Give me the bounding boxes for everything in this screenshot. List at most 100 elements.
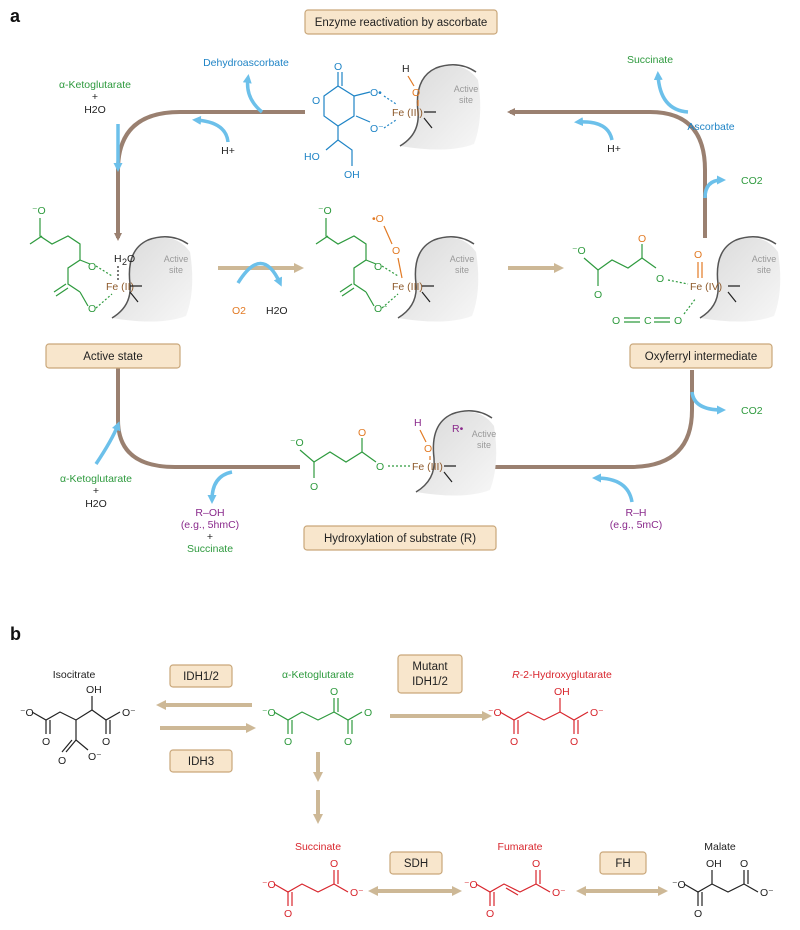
cycle-arrow-top-left (114, 110, 305, 241)
svg-text:H: H (114, 253, 122, 265)
svg-text:OH: OH (554, 686, 570, 698)
svg-text:O⁻: O⁻ (760, 887, 774, 899)
svg-text:site: site (455, 265, 469, 275)
rh-example: (e.g., 5mC) (610, 519, 663, 531)
svg-text:OH: OH (86, 684, 102, 696)
svg-text:Active: Active (472, 429, 497, 439)
svg-text:⁻O: ⁻O (464, 879, 478, 891)
svg-text:site: site (757, 265, 771, 275)
svg-text:O: O (656, 273, 664, 285)
h2o-label-top: H2O (84, 104, 106, 116)
svg-text:H: H (402, 63, 410, 75)
fumarate-structure: Fumarate ⁻O O O O⁻ (464, 841, 566, 920)
svg-text:O•: O• (370, 87, 382, 99)
cycle-arrow-bottom-right (485, 370, 694, 471)
svg-text:O⁻: O⁻ (374, 303, 388, 315)
box-active-state: Active state (45, 343, 181, 369)
ascorbate-complex: O O O• O⁻ HO OH Fe (III) H O (304, 61, 436, 181)
co2-release-arrow-bottom (690, 391, 726, 415)
svg-text:Oxyferryl intermediate: Oxyferryl intermediate (645, 351, 757, 363)
malate-structure: Malate ⁻O O OH O O⁻ (672, 841, 774, 920)
ascorbate-label: Ascorbate (687, 121, 734, 133)
succinate-release-arrow (653, 71, 689, 114)
svg-text:Fe (III): Fe (III) (392, 281, 423, 293)
akg-label-bottom: α-Ketoglutarate (60, 473, 132, 485)
svg-text:IDH3: IDH3 (188, 756, 214, 768)
h2o-label-mid: H2O (266, 305, 288, 317)
akg-entry-arrow-bottom (94, 421, 121, 465)
svg-text:O: O (310, 481, 318, 493)
svg-text:FH: FH (615, 858, 630, 870)
svg-text:⁻O: ⁻O (318, 205, 332, 217)
svg-text:Mutant: Mutant (412, 661, 448, 673)
r2hg-structure: R-2-Hydroxyglutarate ⁻O O OH O O⁻ (488, 669, 612, 748)
svg-text:Active: Active (752, 254, 777, 264)
svg-text:site: site (477, 440, 491, 450)
svg-text:O: O (570, 736, 578, 748)
hplus-arrow-left (192, 115, 230, 143)
svg-text:O: O (364, 707, 372, 719)
succinate-label-bottom: Succinate (187, 543, 233, 555)
svg-text:H: H (414, 417, 422, 429)
svg-text:HO: HO (304, 151, 320, 163)
svg-text:2: 2 (122, 257, 127, 267)
active-site-right: Active site (699, 236, 781, 322)
svg-text:O: O (594, 289, 602, 301)
isocitrate-structure: Isocitrate ⁻O O OH O O⁻ O O⁻ (20, 669, 136, 767)
svg-text:IDH1/2: IDH1/2 (412, 676, 448, 688)
svg-text:⁻O: ⁻O (20, 707, 34, 719)
svg-text:Fe (III): Fe (III) (412, 461, 443, 473)
svg-text:⁻O: ⁻O (572, 245, 586, 257)
svg-text:O: O (694, 908, 702, 920)
svg-text:O⁻: O⁻ (350, 887, 364, 899)
active-site-top: Active site (399, 64, 481, 150)
active-site-left: Active site (111, 236, 193, 322)
svg-text:IDH1/2: IDH1/2 (183, 671, 219, 683)
active-site-bottom: Active site (415, 410, 497, 496)
svg-text:O: O (330, 686, 338, 698)
box-hydroxylation: Hydroxylation of substrate (R) (303, 525, 497, 551)
svg-text:O: O (612, 315, 620, 327)
svg-text:site: site (459, 95, 473, 105)
o2-label: O2 (232, 305, 246, 317)
svg-text:R-2-Hydroxyglutarate: R-2-Hydroxyglutarate (512, 669, 612, 681)
h2o-label-bottom: H2O (85, 498, 107, 510)
svg-text:⁻O: ⁻O (488, 707, 502, 719)
roh-example: (e.g., 5hmC) (181, 519, 239, 531)
rh-label: R–H (625, 507, 646, 519)
svg-text:Active state: Active state (83, 351, 142, 363)
svg-text:O: O (102, 736, 110, 748)
o2-h2o-arrow (236, 261, 282, 287)
succinate-structure: Succinate ⁻O O O O⁻ (262, 841, 364, 920)
co2-label-bottom: CO2 (741, 405, 763, 417)
svg-text:O: O (284, 736, 292, 748)
active-site-middle: Active site (397, 236, 479, 322)
cycle-arrow-top-right (507, 108, 707, 238)
svg-text:O: O (127, 253, 135, 265)
dehydroascorbate-label: Dehydroascorbate (203, 57, 289, 69)
svg-text:O⁻: O⁻ (552, 887, 566, 899)
co2-release-arrow-top (703, 175, 726, 199)
akg-structure: α-Ketoglutarate ⁻O O O O O (262, 669, 372, 748)
svg-text:•O: •O (372, 213, 384, 225)
svg-text:O⁻: O⁻ (370, 123, 384, 135)
hplus-label-right: H+ (607, 143, 621, 155)
roh-release-arrow (207, 470, 233, 504)
dehydroascorbate-arrow (242, 74, 264, 114)
svg-text:C: C (644, 315, 652, 327)
svg-text:⁻O: ⁻O (262, 879, 276, 891)
svg-text:O: O (392, 245, 400, 257)
svg-text:O⁻: O⁻ (590, 707, 604, 719)
svg-text:O: O (88, 303, 96, 315)
panel-label-a: a (10, 6, 21, 26)
oxyferryl-complex: ⁻O O O O Fe (IV) O O C O (572, 233, 740, 327)
plus-roh: + (207, 531, 213, 543)
box-idh12: IDH1/2 (169, 664, 233, 688)
svg-text:OH: OH (344, 169, 360, 181)
svg-text:site: site (169, 265, 183, 275)
succinate-label-top: Succinate (627, 54, 673, 66)
svg-text:O: O (312, 95, 320, 107)
svg-text:Active: Active (450, 254, 475, 264)
svg-text:O: O (674, 315, 682, 327)
